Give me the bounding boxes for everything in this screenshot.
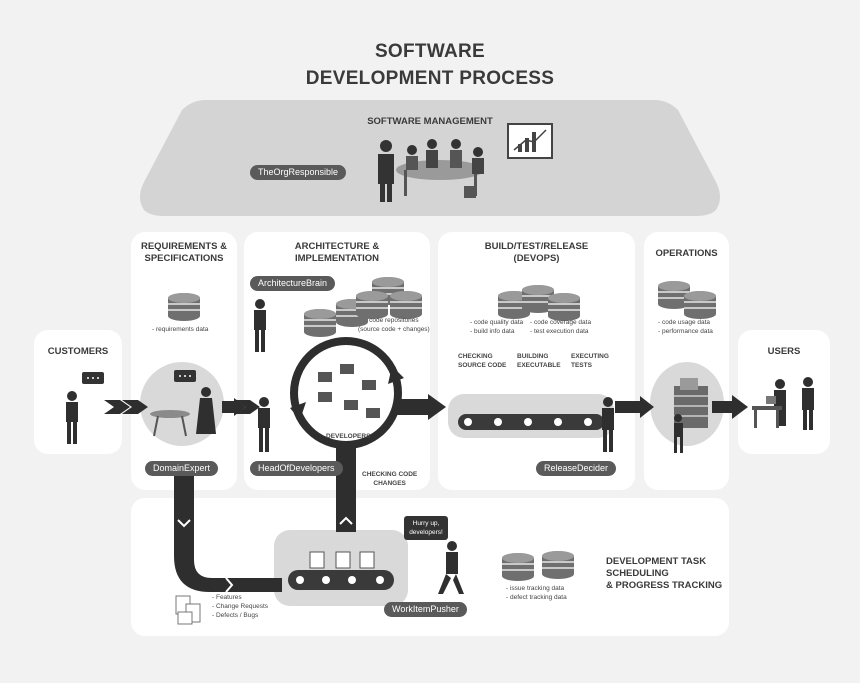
architecture-brain-tag: ArchitectureBrain xyxy=(250,276,336,291)
operations-data-label: - code usage data - performance data xyxy=(658,319,713,335)
users-header: USERS xyxy=(767,346,801,357)
management-tag: TheOrgResponsible xyxy=(250,165,347,180)
requirements-header: REQUIREMENTS & SPECIFICATIONS xyxy=(140,241,228,264)
tracking-data-label: - issue tracking data - defect tracking … xyxy=(506,585,567,601)
title-line-2: DEVELOPMENT PROCESS xyxy=(305,68,555,89)
work-items-label: - Features - Change Requests - Defects /… xyxy=(212,594,269,619)
domain-expert-tag: DomainExpert xyxy=(145,461,219,476)
developers-label: DEVELOPERS xyxy=(326,433,371,440)
build-header: BUILD/TEST/RELEASE (DEVOPS) xyxy=(484,241,589,264)
management-header: SOFTWARE MANAGEMENT xyxy=(367,116,493,127)
build-step-checking: CHECKING SOURCE CODE xyxy=(458,353,507,369)
customers-panel xyxy=(34,330,122,454)
customers-header: CUSTOMERS xyxy=(47,346,109,357)
build-panel xyxy=(438,232,635,490)
checking-code-label: CHECKING CODE CHANGES xyxy=(362,471,418,487)
speech-bubble-text: Hurry up, developers! xyxy=(409,520,443,536)
tracking-header: DEVELOPMENT TASK SCHEDULING & PROGRESS T… xyxy=(606,556,723,591)
requirements-data-label: - requirements data xyxy=(152,326,209,333)
build-step-building: BUILDING EXECUTABLE xyxy=(517,353,561,369)
operations-header: OPERATIONS xyxy=(655,248,718,259)
requirements-panel xyxy=(131,232,237,490)
repo-label: code repositories (source code + changes… xyxy=(358,317,430,333)
title-line-1: SOFTWARE xyxy=(374,41,486,62)
architecture-header: ARCHITECTURE & IMPLEMENTATION xyxy=(294,241,380,264)
release-decider-tag: ReleaseDecider xyxy=(536,461,617,476)
work-item-pusher-tag: WorkItemPusher xyxy=(384,602,467,617)
meeting-illustration xyxy=(378,123,553,202)
build-step-executing: EXECUTING TESTS xyxy=(571,353,609,369)
build-data-right: - code coverage data - test execution da… xyxy=(530,319,592,335)
head-of-developers-tag: HeadOfDevelopers xyxy=(250,461,343,476)
build-data-left: - code quality data - build info data xyxy=(470,319,524,335)
page-title: SOFTWARE DEVELOPMENT PROCESS xyxy=(0,38,860,92)
operations-panel xyxy=(644,232,729,490)
